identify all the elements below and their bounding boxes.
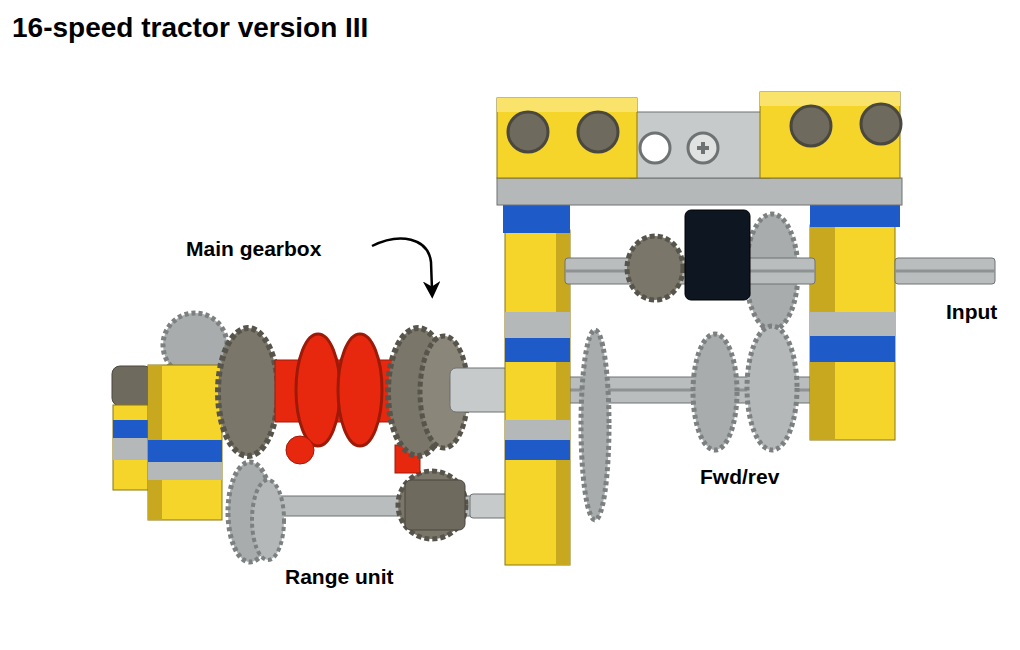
right-column <box>810 200 900 440</box>
diagram-title: 16-speed tractor version III <box>12 12 368 43</box>
part-label: Main gearbox <box>186 237 321 260</box>
label-holder: Fwd/rev <box>700 465 779 489</box>
top-frame <box>497 92 902 205</box>
part-label: Fwd/rev <box>700 465 779 488</box>
range-unit <box>228 462 510 562</box>
title-holder: 16-speed tractor version III <box>12 12 368 44</box>
main-gearbox <box>218 328 468 473</box>
input-axle <box>565 210 995 300</box>
part-label: Range unit <box>285 565 394 588</box>
label-holder: Main gearbox <box>186 237 321 261</box>
label-holder: Input <box>946 300 997 324</box>
leader-arrow <box>372 239 432 290</box>
part-label: Input <box>946 300 997 323</box>
label-holder: Range unit <box>285 565 394 589</box>
left-column <box>503 205 570 565</box>
left-support <box>113 365 222 520</box>
